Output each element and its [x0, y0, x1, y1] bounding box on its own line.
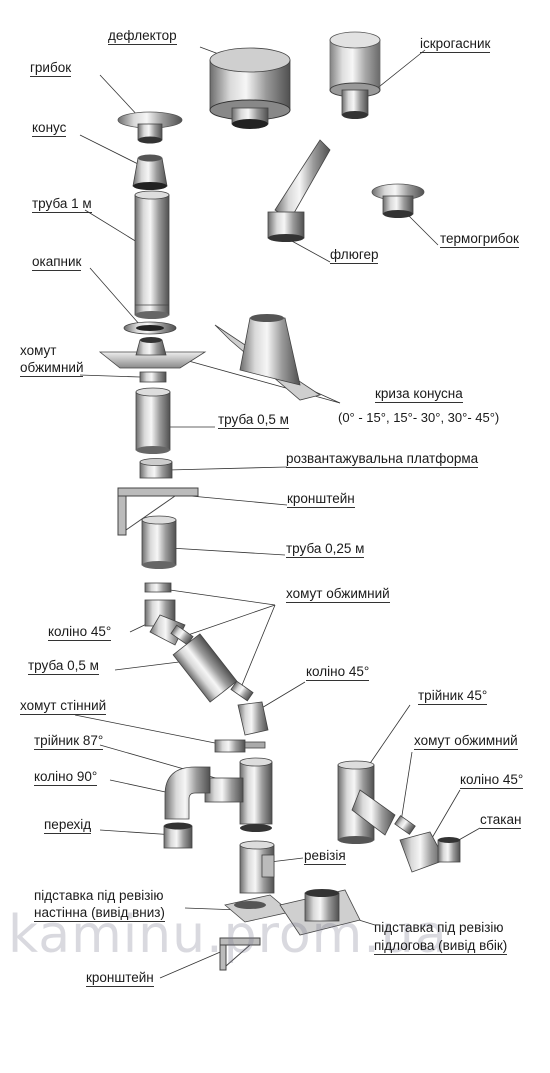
label-tee87: трійник 87° — [34, 733, 104, 750]
label-weather-vane: флюгер — [330, 247, 379, 264]
label-elbow45-c: коліно 45° — [460, 772, 524, 789]
label-wall-clamp: хомут стінний — [20, 698, 107, 715]
label-elbow45-a: коліно 45° — [48, 624, 112, 641]
label-floor-support-line2: підлогова (вивід вбік) — [374, 938, 508, 955]
label-pipe-05m-a: труба 0,5 м — [218, 412, 289, 429]
label-roof-flashing: криза конусна — [375, 386, 463, 403]
label-cone: конус — [32, 120, 67, 137]
label-sleeve: стакан — [480, 812, 522, 829]
watermark: kaminu.prom.ua — [8, 905, 448, 965]
label-clamp-top-line2: обжимний — [20, 360, 84, 377]
label-drip-collar: окапник — [32, 254, 82, 271]
label-revision: ревізія — [304, 848, 346, 865]
label-wall-support-line1: підставка під ревізію — [34, 888, 164, 903]
label-spark-arrester: іскрогасник — [420, 36, 491, 53]
label-clamp-right: хомут обжимний — [414, 733, 518, 750]
label-roof-flashing-angles: (0° - 15°, 15°- 30°, 30°- 45°) — [338, 410, 500, 425]
label-tee45: трійник 45° — [418, 688, 488, 705]
label-floor-support-line1: підставка під ревізію — [374, 920, 504, 935]
label-unloading-platform: розвантажувальна платформа — [286, 451, 479, 468]
label-clamp-mid: хомут обжимний — [286, 586, 390, 603]
label-thermo-cap: термогрибок — [440, 231, 519, 248]
label-cap: грибок — [30, 60, 72, 77]
label-elbow45-b: коліно 45° — [306, 664, 370, 681]
label-wall-support-line2: настінна (вивід вниз) — [34, 905, 165, 922]
label-deflector: дефлектор — [108, 28, 177, 45]
label-adapter: перехід — [44, 817, 92, 834]
label-bracket-bottom: кронштейн — [86, 970, 154, 987]
label-elbow90: коліно 90° — [34, 769, 98, 786]
label-pipe-05m-b: труба 0,5 м — [28, 658, 99, 675]
label-clamp-top-line1: хомут — [20, 343, 57, 358]
label-bracket-top: кронштейн — [287, 491, 355, 508]
label-pipe-025m: труба 0,25 м — [286, 541, 365, 558]
label-pipe-1m: труба 1 м — [32, 196, 92, 213]
